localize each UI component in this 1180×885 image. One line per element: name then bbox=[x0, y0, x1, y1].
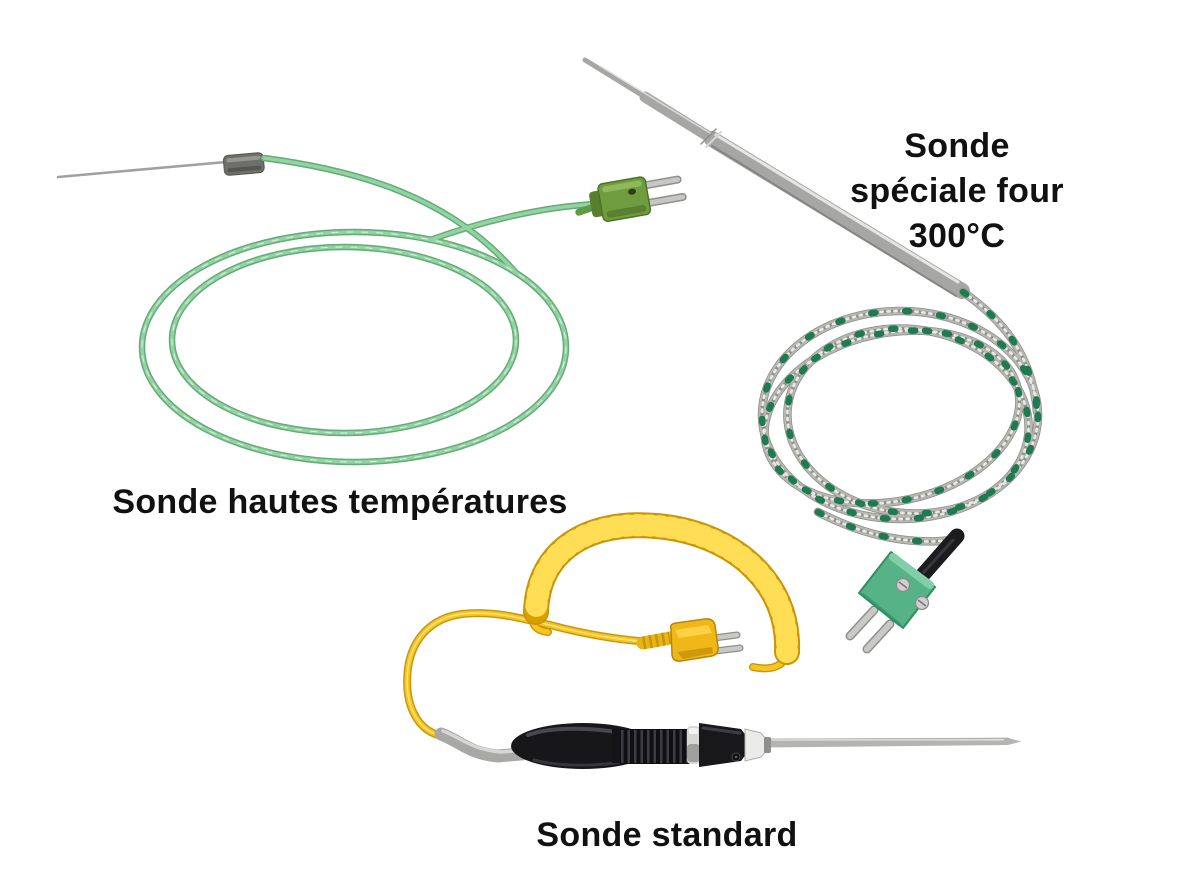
standard-probe bbox=[407, 525, 1021, 769]
probe-ferrule bbox=[222, 152, 265, 176]
high-temp-probe bbox=[56, 152, 687, 462]
green-standard-plug bbox=[845, 551, 936, 654]
green-mini-plug bbox=[575, 175, 687, 222]
braided-cable bbox=[748, 292, 1039, 541]
yellow-mini-plug bbox=[636, 618, 744, 662]
probe-handle bbox=[434, 723, 1021, 769]
standard-probe-label: Sonde standard bbox=[536, 816, 798, 854]
oven-probe bbox=[582, 57, 1039, 654]
bent-metal-sleeve bbox=[434, 727, 539, 763]
yellow-cable bbox=[407, 612, 787, 737]
green-cable bbox=[142, 158, 596, 462]
stainless-shaft bbox=[582, 57, 970, 299]
probe-needle bbox=[56, 160, 228, 179]
needle-hub-cap bbox=[744, 728, 767, 762]
oven-probe-label: Sonde spéciale four 300°C bbox=[850, 127, 1064, 255]
high-temp-probe-label: Sonde hautes températures bbox=[112, 483, 568, 521]
